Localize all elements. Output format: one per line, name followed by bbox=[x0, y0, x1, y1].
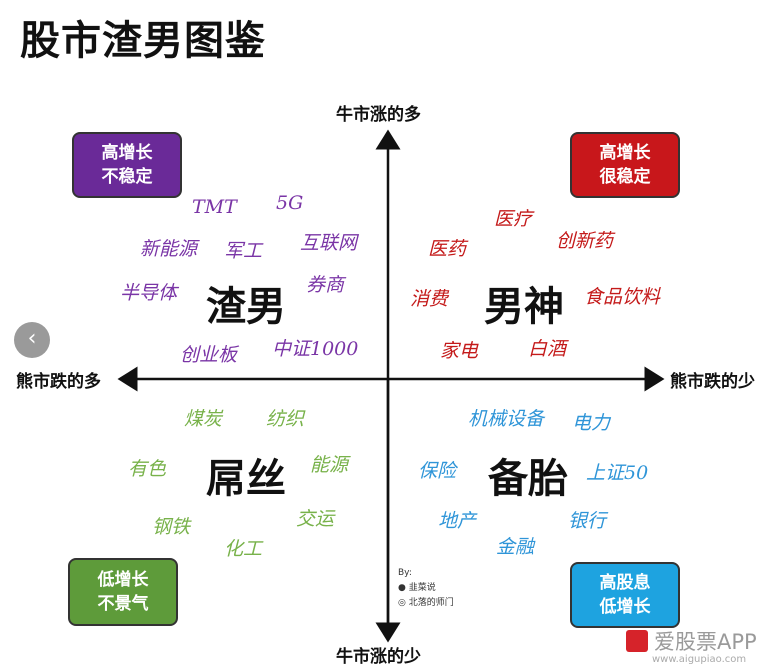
sector-semiconductor: 半导体 bbox=[120, 282, 178, 304]
box-bottom-left-line1: 低增长 bbox=[97, 570, 149, 590]
box-bottom-left: 低增长 不景气 bbox=[68, 558, 178, 626]
credit-line2: 北落的师门 bbox=[408, 598, 454, 608]
center-word-bottom-right: 备胎 bbox=[488, 455, 568, 502]
wechat-icon: ● bbox=[398, 583, 406, 593]
sector-chemical: 化工 bbox=[224, 538, 263, 560]
credit-by: By: bbox=[398, 568, 412, 578]
sector-nonferrous: 有色 bbox=[128, 458, 167, 480]
axis-label-top: 牛市涨的多 bbox=[336, 105, 421, 125]
axis-label-bottom: 牛市涨的少 bbox=[336, 647, 421, 667]
sector-bank: 银行 bbox=[568, 510, 607, 532]
center-word-top-right: 男神 bbox=[484, 283, 564, 330]
sector-military: 军工 bbox=[224, 240, 263, 262]
sector-new-energy: 新能源 bbox=[140, 238, 198, 260]
sector-textile: 纺织 bbox=[266, 408, 305, 430]
box-top-right: 高增长 很稳定 bbox=[570, 132, 680, 198]
sector-transport: 交运 bbox=[296, 508, 335, 530]
sector-food-beverage: 食品饮料 bbox=[584, 286, 661, 308]
sector-machinery: 机械设备 bbox=[468, 408, 545, 430]
center-word-bottom-left: 屌丝 bbox=[206, 455, 286, 502]
sector-pharma: 医药 bbox=[428, 238, 467, 260]
credit: By: ● 韭菜说 ◎ 北落的师门 bbox=[398, 568, 454, 608]
sector-energy: 能源 bbox=[310, 454, 349, 476]
center-word-top-left: 渣男 bbox=[206, 283, 286, 330]
sector-liquor: 白酒 bbox=[528, 338, 567, 360]
sector-coal: 煤炭 bbox=[184, 408, 223, 430]
prev-button[interactable]: ‹ bbox=[14, 322, 50, 358]
watermark-url: www.aigupiao.com bbox=[652, 654, 747, 665]
axis-label-left: 熊市跌的多 bbox=[16, 372, 101, 392]
sector-medical: 医疗 bbox=[494, 208, 533, 230]
box-bottom-right-line1: 高股息 bbox=[599, 573, 651, 593]
sector-csi1000: 中证1000 bbox=[272, 338, 359, 360]
sector-innovative-drugs: 创新药 bbox=[556, 230, 614, 252]
box-top-left-line2: 不稳定 bbox=[101, 167, 153, 187]
app-logo-icon bbox=[626, 630, 648, 652]
sector-chinext: 创业板 bbox=[180, 344, 238, 366]
sector-sse50: 上证50 bbox=[586, 462, 649, 484]
box-top-right-line2: 很稳定 bbox=[599, 167, 651, 187]
page-title: 股市渣男图鉴 bbox=[20, 18, 266, 64]
weibo-icon: ◎ bbox=[398, 598, 406, 608]
box-top-right-line1: 高增长 bbox=[599, 143, 651, 163]
box-bottom-left-line2: 不景气 bbox=[97, 594, 149, 614]
sector-power: 电力 bbox=[572, 412, 611, 434]
box-bottom-right: 高股息 低增长 bbox=[570, 562, 680, 628]
credit-line1: 韭菜说 bbox=[408, 583, 436, 593]
watermark-text: 爱股票APP bbox=[654, 630, 757, 654]
sector-finance: 金融 bbox=[496, 536, 535, 558]
sector-appliances: 家电 bbox=[440, 340, 479, 362]
box-top-left-line1: 高增长 bbox=[101, 143, 153, 163]
sector-5g: 5G bbox=[276, 192, 304, 214]
sector-internet: 互联网 bbox=[300, 232, 358, 254]
chevron-left-icon: ‹ bbox=[27, 326, 37, 351]
sector-real-estate: 地产 bbox=[438, 510, 477, 532]
sector-brokerage: 券商 bbox=[306, 274, 345, 296]
sector-consumer: 消费 bbox=[410, 288, 449, 310]
box-bottom-right-line2: 低增长 bbox=[599, 597, 651, 617]
axis-label-right: 熊市跌的少 bbox=[670, 372, 755, 392]
sector-tmt: TMT bbox=[192, 196, 237, 218]
box-top-left: 高增长 不稳定 bbox=[72, 132, 182, 198]
sector-steel: 钢铁 bbox=[152, 516, 191, 538]
sector-insurance: 保险 bbox=[418, 460, 457, 482]
